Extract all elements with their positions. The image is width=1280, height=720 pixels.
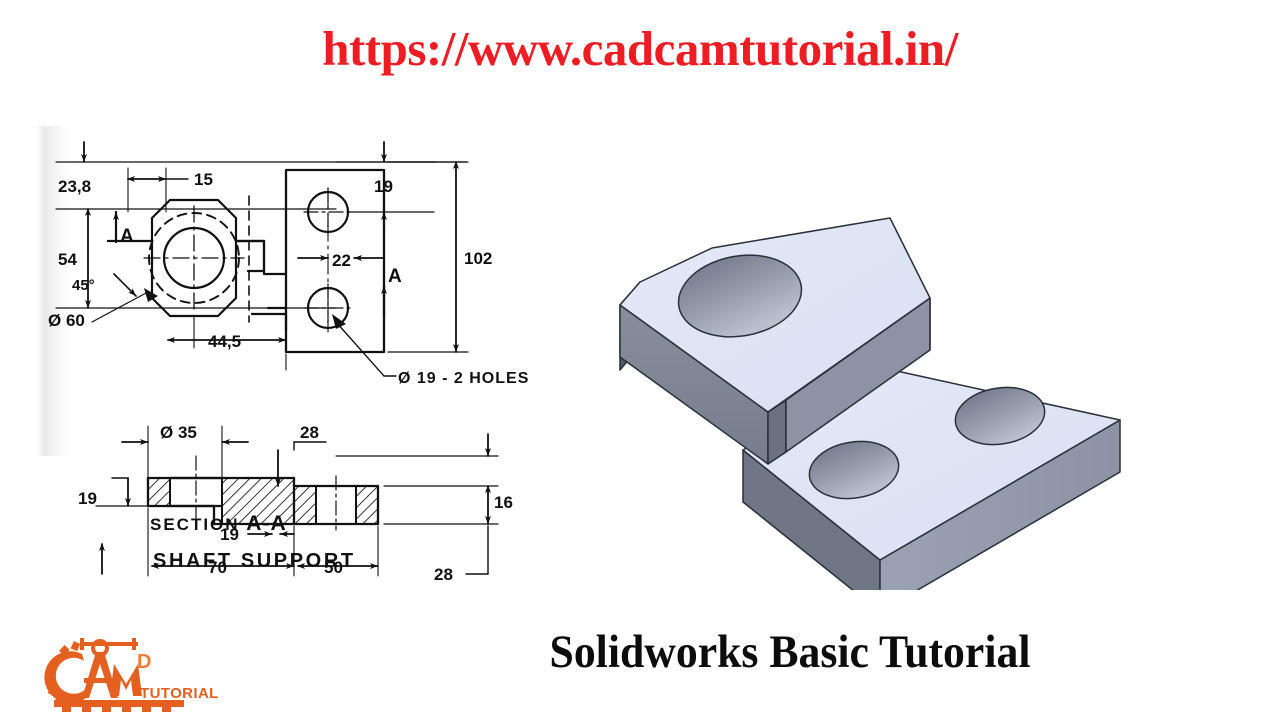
technical-drawing-panel: 23,8 15 54 45° Ø 60 44,5 19 22 102 A A Ø… (36, 126, 548, 596)
dim-19-left: 19 (78, 489, 97, 508)
site-url-title: https://www.cadcamtutorial.in/ (322, 21, 958, 76)
dim-28-right: 28 (434, 565, 453, 584)
dim-22: 22 (332, 251, 351, 270)
dim-44-5: 44,5 (208, 332, 241, 351)
dim-102: 102 (464, 249, 492, 268)
dim-28-top: 28 (300, 423, 319, 442)
dim-23-8: 23,8 (58, 177, 91, 196)
dim-15: 15 (194, 170, 213, 189)
dim-54: 54 (58, 250, 77, 269)
note-two-holes: Ø 19 - 2 HOLES (398, 370, 529, 387)
dim-19-top: 19 (374, 177, 393, 196)
section-letter-a-right: A (388, 266, 402, 287)
section-letter-a-left: A (120, 226, 134, 247)
logo-letter-d: D (137, 651, 151, 673)
logo-brand-text: TUTORIAL (140, 685, 219, 702)
section-caption-value: A-A (246, 512, 287, 535)
section-caption-prefix: SECTION (150, 515, 240, 534)
dim-70: 70 (208, 558, 227, 577)
tutorial-title: Solidworks Basic Tutorial (549, 626, 1031, 678)
dim-19-mid: 19 (220, 525, 239, 544)
cadcam-tutorial-logo[interactable]: D TUTORIAL (34, 634, 224, 714)
dim-45deg: 45° (72, 277, 95, 294)
dim-50: 50 (324, 558, 343, 577)
part-name-caption: SHAFT SUPPORT (153, 550, 356, 572)
dim-dia60: Ø 60 (48, 311, 85, 330)
section-caption: SECTION A-A (150, 512, 287, 536)
dim-dia35: Ø 35 (160, 423, 197, 442)
dim-16: 16 (494, 493, 513, 512)
isometric-3d-model (600, 120, 1220, 590)
